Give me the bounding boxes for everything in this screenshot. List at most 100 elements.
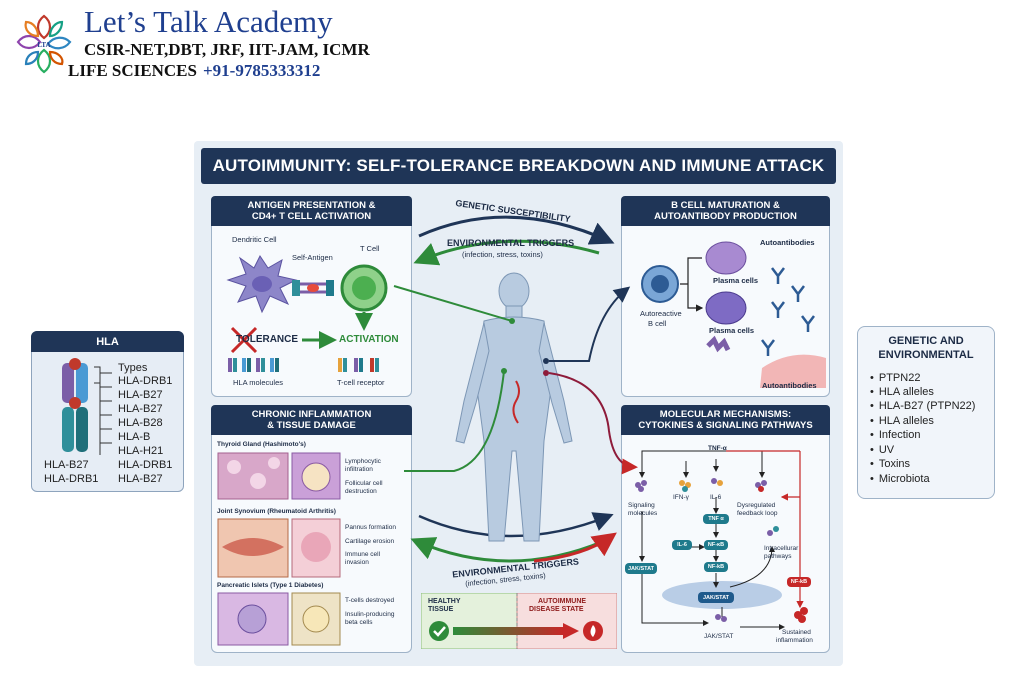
activation-label: ACTIVATION	[339, 334, 399, 345]
panel-title-line: & TISSUE DAMAGE	[267, 420, 356, 431]
gen-title-line: GENETIC AND	[888, 335, 964, 347]
panel-title-line: ANTIGEN PRESENTATION &	[247, 200, 376, 211]
plasma-cell-icon	[705, 241, 747, 275]
pancreas-text: T-cells destroyed	[345, 597, 395, 604]
dysregulated-label: Dysregulated	[737, 502, 776, 509]
thyroid-text: infiltration	[345, 466, 373, 473]
inflammation-panel-illustration	[217, 452, 341, 646]
pill-nfkb-red: NF-kB	[787, 577, 811, 587]
svg-text:LTA: LTA	[37, 41, 50, 49]
pancreas-text: beta cells	[345, 619, 373, 626]
signaling-label: molecules	[628, 510, 658, 517]
t-cell-label: T Cell	[360, 244, 380, 253]
pill-nfkb: NF-kB	[704, 562, 728, 572]
gen-list-item: HLA alleles	[870, 415, 934, 427]
disease-label: AUTOIMMUNE	[538, 598, 587, 605]
panel-title-line: MOLECULAR MECHANISMS:	[659, 409, 792, 420]
plasma-cell-icon	[705, 291, 747, 325]
genetic-environmental-title: GENETIC AND ENVIRONMENTAL	[857, 334, 995, 362]
sustained-label: Sustained	[782, 629, 811, 636]
thyroid-text: Follicular cell	[345, 480, 383, 487]
human-body-icon	[455, 272, 573, 542]
hla-type: HLA-B28	[118, 417, 163, 429]
hla-box	[31, 331, 184, 492]
hla-type: HLA-B	[118, 431, 151, 443]
self-antigen-label: Self-Antigen	[292, 253, 333, 262]
dysregulated-label: feedback loop	[737, 510, 778, 517]
autoantibodies-top-label: Autoantibodies	[760, 238, 815, 247]
gen-list-item: HLA-B27 (PTPN22)	[870, 400, 976, 412]
hla-type: HLA-B27	[118, 473, 163, 485]
gen-list-item: UV	[870, 444, 894, 456]
panel-antigen-title: ANTIGEN PRESENTATION & CD4+ T CELL ACTIV…	[211, 196, 412, 226]
health-state-bar	[421, 593, 617, 649]
panel-title-line: CD4+ T CELL ACTIVATION	[251, 211, 372, 222]
hla-type: HLA-B27	[118, 403, 163, 415]
check-icon	[429, 621, 449, 641]
pancreas-text: Insulin-producing	[345, 611, 395, 618]
poster-title: AUTOIMMUNITY: SELF-TOLERANCE BREAKDOWN A…	[201, 148, 836, 184]
hla-type: HLA-H21	[118, 445, 164, 457]
hla-molecules-icon	[228, 358, 279, 372]
pill-tnf: TNF α	[703, 514, 729, 524]
central-diagram	[393, 215, 638, 563]
pancreas-label: Pancreatic Islets (Type 1 Diabetes)	[217, 582, 324, 589]
sustained-label: inflammation	[776, 637, 813, 644]
hla-type: HLA-DRB1	[118, 375, 173, 387]
environmental-triggers-label-top: ENVIRONMENTAL TRIGGERS	[447, 238, 575, 248]
tcr-label: T-cell receptor	[337, 378, 385, 387]
hla-molecules-label: HLA molecules	[233, 378, 284, 387]
panel-title-line: B CELL MATURATION &	[671, 200, 780, 211]
hla-molecule-icon	[62, 358, 112, 455]
hla-box-title: HLA	[31, 331, 184, 352]
panel-molecular-title: MOLECULAR MECHANISMS: CYTOKINES & SIGNAL…	[621, 405, 830, 435]
intracellular-label: pathways	[764, 553, 792, 560]
joint-text: Pannus formation	[345, 524, 396, 531]
gen-list-item: HLA alleles	[870, 386, 934, 398]
brand-subject: LIFE SCIENCES	[68, 61, 197, 80]
healthy-label: TISSUE	[428, 606, 454, 613]
environmental-trigger-arrow-green	[410, 537, 605, 563]
healthy-label: HEALTHY	[428, 598, 461, 605]
jak-stat-bottom-label: JAK/STAT	[704, 633, 734, 640]
thyroid-text: Lymphocytic	[345, 458, 381, 465]
joint-text: Immune cell	[345, 551, 381, 558]
tolerance-label: TOLERANCE	[236, 334, 299, 345]
hla-type: HLA-DRB1	[118, 459, 173, 471]
panel-molecular-mechanisms	[621, 405, 830, 653]
gen-list-item: Microbiota	[870, 473, 930, 485]
autoantibody-icons	[761, 267, 815, 356]
pill-il6: IL-6	[672, 540, 692, 550]
plasma-cells-label: Plasma cells	[709, 326, 755, 335]
genetic-environmental-box	[857, 326, 995, 499]
bcell-panel-illustration	[641, 241, 826, 388]
environmental-trigger-arrow-bottom	[418, 512, 614, 538]
panel-title-line: AUTOANTIBODY PRODUCTION	[654, 211, 797, 222]
joint-label: Joint Synovium (Rheumatoid Arthritis)	[217, 508, 336, 515]
pill-nfkb: NF-κB	[704, 540, 728, 550]
autoreactive-label: Autoreactive	[640, 309, 682, 318]
plasma-cells-label: Plasma cells	[713, 276, 759, 285]
pill-jak-stat: JAK/STAT	[625, 563, 657, 574]
joint-text: Cartilage erosion	[345, 538, 395, 545]
brand-phone: +91-9785333312	[202, 61, 321, 80]
dendritic-cell-label: Dendritic Cell	[232, 235, 277, 244]
autoantibodies-bottom-label: Autoantibodies	[762, 381, 817, 390]
brand-title: Let’s Talk Academy	[84, 4, 333, 39]
hla-left-label: HLA-DRB1	[44, 473, 99, 485]
gen-title-line: ENVIRONMENTAL	[878, 349, 974, 361]
panel-bcell-title: B CELL MATURATION & AUTOANTIBODY PRODUCT…	[621, 196, 830, 226]
intracellular-label: Intracellurar	[764, 545, 799, 552]
environmental-trigger-arrow-red	[533, 532, 617, 563]
gen-list-item: Toxins	[870, 458, 910, 470]
thyroid-text: destruction	[345, 488, 377, 495]
panel-title-line: CYTOKINES & SIGNALING PATHWAYS	[638, 420, 813, 431]
antigen-panel-illustration	[226, 255, 388, 372]
panel-title-line: CHRONIC INFLAMMATION	[251, 409, 372, 420]
pill-jak-stat: JAK/STAT	[698, 592, 734, 603]
academy-logo-icon: LTA	[16, 14, 72, 74]
il6-label: IL-6	[710, 494, 722, 501]
gen-list-item: Infection	[870, 429, 921, 441]
brand-subject-line: LIFE SCIENCES +91-9785333312	[68, 61, 320, 81]
disease-label: DISEASE STATE	[529, 606, 584, 613]
